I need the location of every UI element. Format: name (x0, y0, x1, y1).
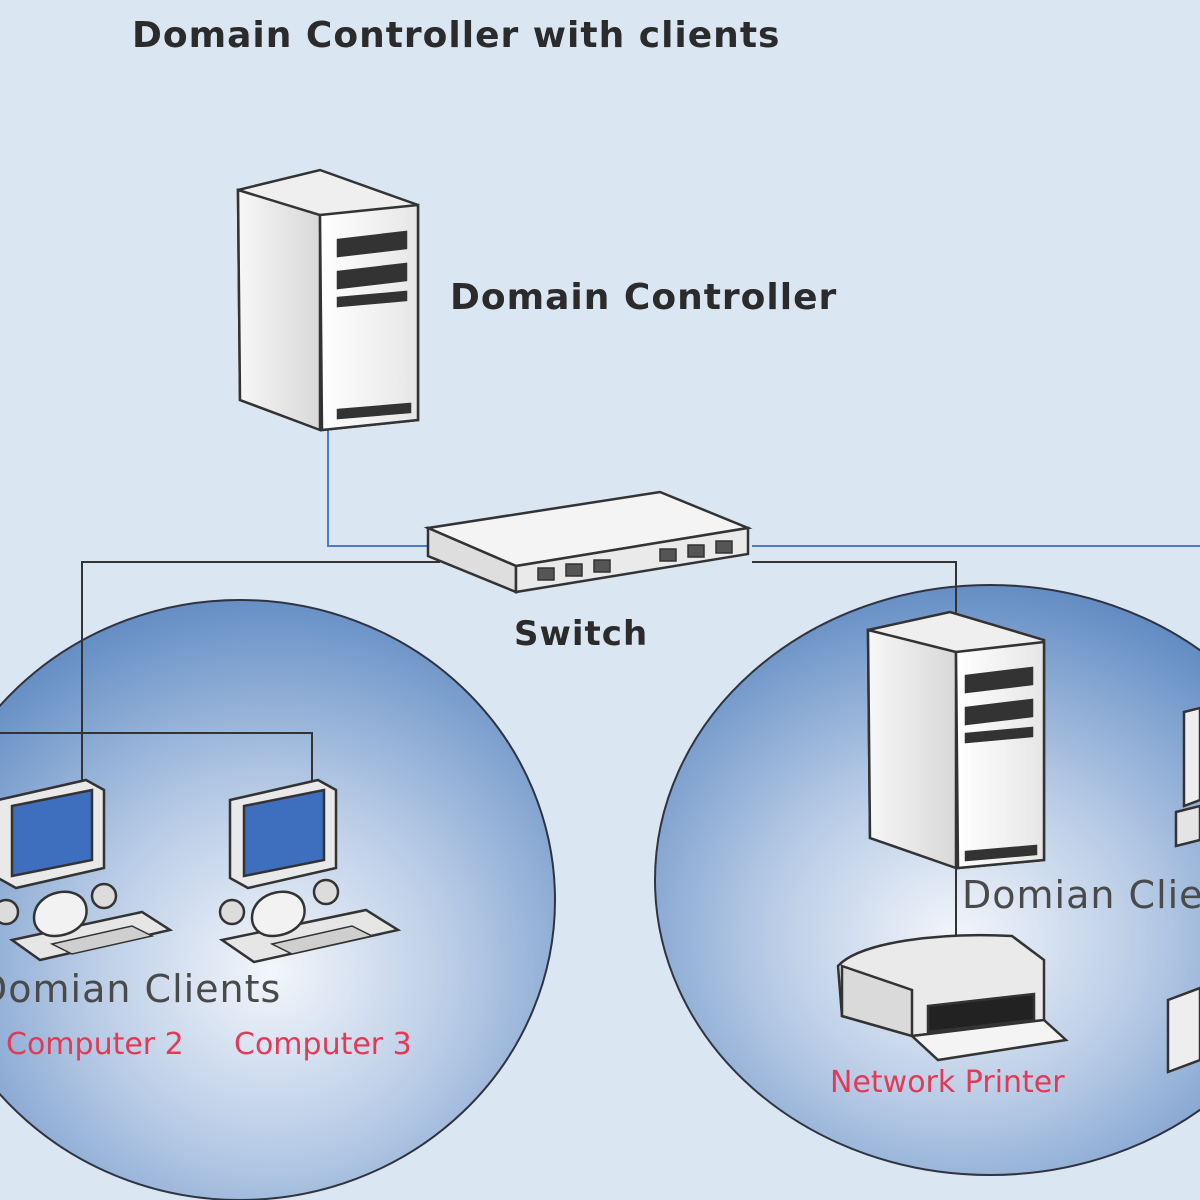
right-group-label: Domian Clie (962, 873, 1200, 917)
network-switch-icon (423, 490, 753, 594)
server-tower-icon (866, 610, 1046, 870)
diagram-title: Domain Controller with clients (132, 15, 781, 56)
desktop-computer-icon (1174, 706, 1200, 848)
network-cables (0, 430, 1200, 938)
network-printer-label: Network Printer (830, 1065, 1065, 1100)
printer-icon (1166, 986, 1200, 1074)
computer-3-label: Computer 3 (234, 1027, 412, 1062)
printer-icon (836, 933, 1069, 1062)
server-tower-icon (236, 168, 420, 432)
desktop-computer-icon (218, 778, 402, 964)
cable-left-clients (0, 732, 313, 782)
domain-controller-label: Domain Controller (450, 277, 838, 318)
cable-switch-right-cluster (752, 561, 957, 620)
computer-2-label: Computer 2 (6, 1027, 184, 1062)
right-client-cluster (654, 584, 1200, 1176)
cable-switch-left-cluster (81, 561, 440, 790)
desktop-computer-icon (0, 778, 174, 962)
uplink-dc-switch (327, 430, 440, 547)
switch-label: Switch (514, 614, 649, 654)
left-group-label: Domian Clients (0, 967, 282, 1011)
